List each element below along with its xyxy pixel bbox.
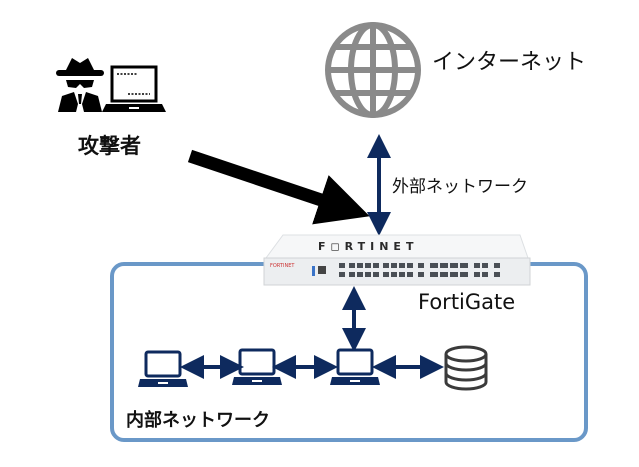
svg-text:F◻RTINET: F◻RTINET (318, 240, 418, 253)
fortigate-appliance: F◻RTINET FORTINET (263, 234, 531, 286)
fortigate-label: FortiGate (418, 290, 516, 314)
attacker-label: 攻撃者 (78, 134, 141, 158)
attacker-icon (56, 58, 104, 112)
attacker-laptop-icon (102, 65, 166, 112)
database-icon (444, 345, 488, 391)
laptop-icon (330, 348, 380, 385)
globe-icon (325, 22, 421, 118)
external-network-label: 外部ネットワーク (392, 177, 528, 197)
laptop-icon (138, 350, 188, 387)
svg-text:FORTINET: FORTINET (270, 263, 295, 269)
laptop-icon (232, 348, 282, 385)
attack-arrow (187, 149, 370, 225)
internal-network-label: 内部ネットワーク (126, 410, 270, 431)
internet-label: インターネット (432, 50, 587, 75)
